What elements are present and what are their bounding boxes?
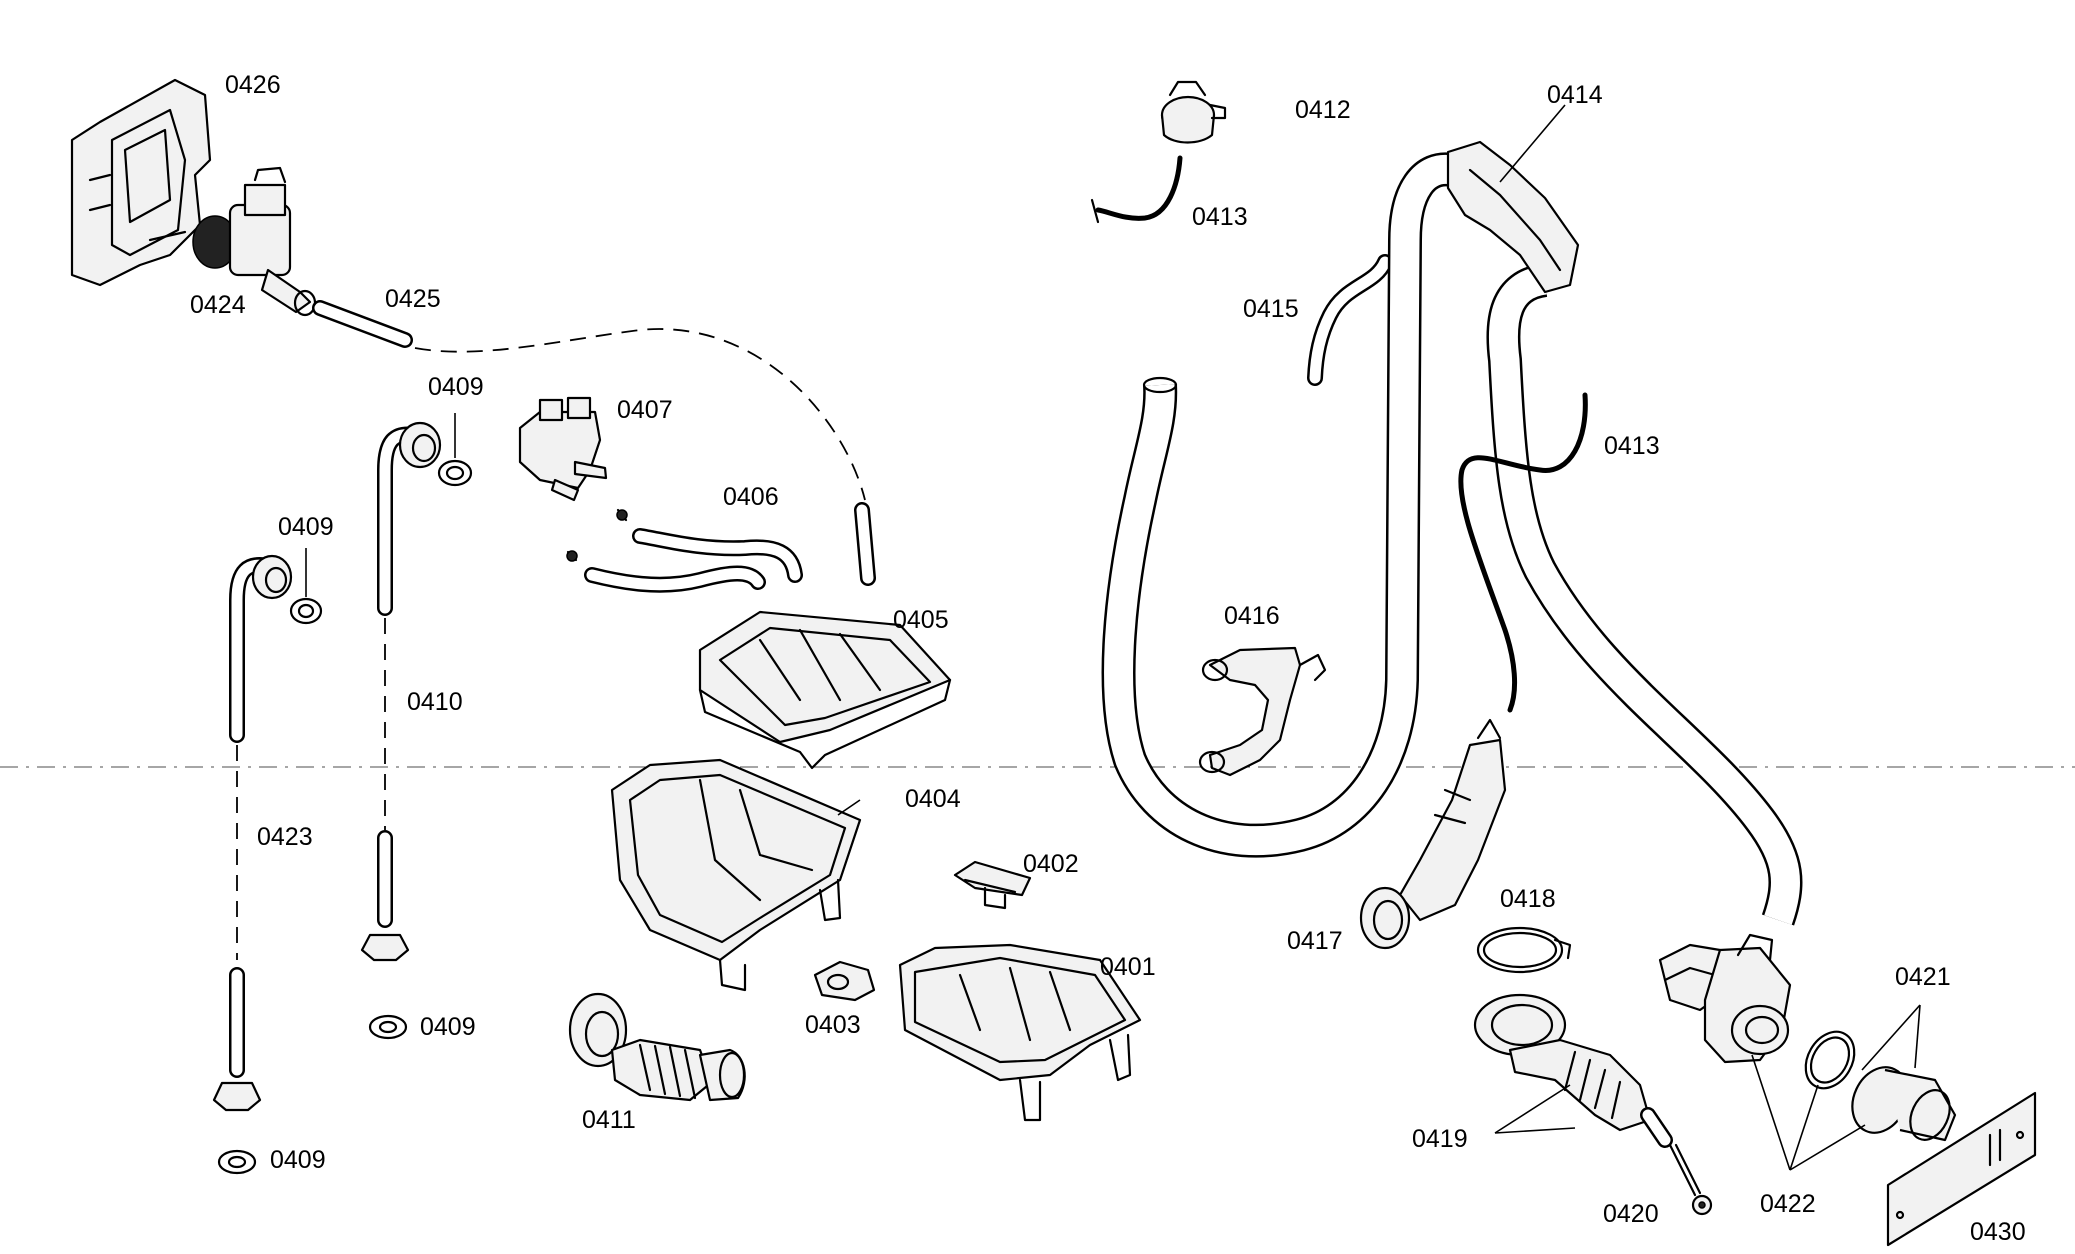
part-0426-bracket[interactable] [70, 78, 212, 287]
part-0423-hose[interactable] [212, 554, 293, 1112]
part-0410-hose[interactable] [360, 421, 442, 962]
label-0410: 0410 [407, 688, 463, 716]
label-0406: 0406 [723, 483, 779, 511]
label-0409-d: 0409 [270, 1146, 326, 1174]
part-0405-dispenser-top[interactable] [698, 610, 952, 770]
label-0405: 0405 [893, 606, 949, 634]
part-0430-panel[interactable] [1886, 1091, 2037, 1247]
part-0413-small-hose-b[interactable] [1458, 392, 1588, 713]
label-0423: 0423 [257, 823, 313, 851]
label-0422: 0422 [1760, 1190, 1816, 1218]
part-0404-dispenser-housing[interactable] [610, 758, 862, 992]
label-0414: 0414 [1547, 81, 1603, 109]
part-0415-small-hose[interactable] [1307, 254, 1393, 386]
label-0409-c: 0409 [420, 1013, 476, 1041]
label-0401: 0401 [1100, 953, 1156, 981]
label-0420: 0420 [1603, 1200, 1659, 1228]
label-0416: 0416 [1224, 602, 1280, 630]
label-0407: 0407 [617, 396, 673, 424]
part-0412-pressure-switch[interactable] [1160, 80, 1227, 144]
label-0413-a: 0413 [1192, 203, 1248, 231]
callout-labels: 0426 0424 0425 0409 0407 0409 0406 0405 … [190, 71, 2026, 1246]
part-0424-inlet-valve[interactable] [192, 166, 317, 317]
label-0404: 0404 [905, 785, 961, 813]
part-0409-washer-d[interactable] [217, 1149, 257, 1175]
label-0411: 0411 [582, 1106, 636, 1134]
label-0421: 0421 [1895, 963, 1951, 991]
part-0407-valve[interactable] [518, 396, 608, 502]
part-0421-pump[interactable] [1658, 933, 1792, 1064]
part-0406-hoses[interactable] [566, 508, 803, 593]
label-0403: 0403 [805, 1011, 861, 1039]
label-0415: 0415 [1243, 295, 1299, 323]
part-0417-air-trap[interactable] [1359, 718, 1507, 950]
leader-lines [305, 104, 1921, 1171]
part-0418-clamp[interactable] [1476, 926, 1572, 974]
part-0416-hose-clip[interactable] [1198, 646, 1327, 777]
label-0417: 0417 [1287, 927, 1343, 955]
label-0426: 0426 [225, 71, 281, 99]
label-0430: 0430 [1970, 1218, 2026, 1246]
part-0401-drawer[interactable] [898, 943, 1142, 1122]
part-0419-sump-hose[interactable] [1473, 993, 1673, 1148]
part-0421-seal-ring[interactable] [1796, 1023, 1864, 1097]
label-0424: 0424 [190, 291, 246, 319]
label-0425: 0425 [385, 285, 441, 313]
part-0411-bellows[interactable] [568, 992, 746, 1102]
label-0409-b: 0409 [278, 513, 334, 541]
label-0402: 0402 [1023, 850, 1079, 878]
part-0413-small-hose-a[interactable] [1090, 155, 1183, 224]
label-0418: 0418 [1500, 885, 1556, 913]
label-0413-b: 0413 [1604, 432, 1660, 460]
label-0409-a: 0409 [428, 373, 484, 401]
label-0419: 0419 [1412, 1125, 1468, 1153]
part-0421-filter[interactable] [1842, 1058, 1957, 1146]
part-0414-main-hose[interactable] [1101, 140, 1803, 926]
part-0425-hose[interactable] [312, 300, 876, 586]
part-0420-screw[interactable] [1668, 1143, 1713, 1216]
part-0409-washer-c[interactable] [368, 1014, 408, 1040]
part-0402-clip[interactable] [953, 860, 1032, 910]
part-0409-washer-a[interactable] [437, 459, 473, 487]
part-0403-plug[interactable] [813, 960, 876, 1002]
label-0412: 0412 [1295, 96, 1351, 124]
part-0409-washer-b[interactable] [289, 597, 323, 625]
